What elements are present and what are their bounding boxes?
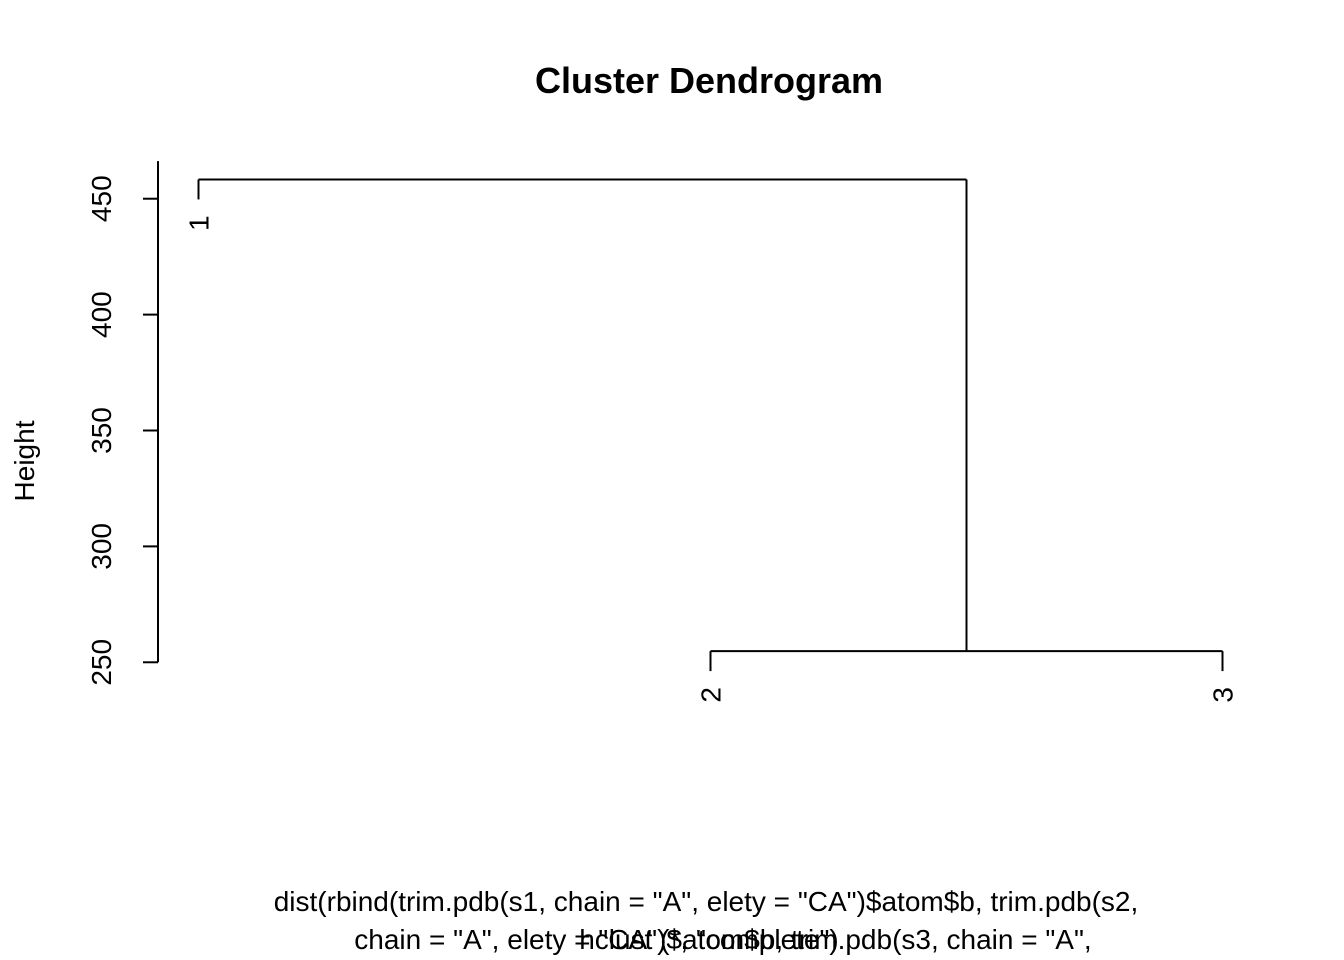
y-axis-label: Height <box>9 420 40 501</box>
y-tick-label-300: 300 <box>86 523 117 570</box>
leaf-label-1: 1 <box>184 215 215 231</box>
y-tick-label-450: 450 <box>86 175 117 222</box>
chart-title: Cluster Dendrogram <box>535 60 883 101</box>
y-tick-label-250: 250 <box>86 639 117 686</box>
leaf-labels: 1 2 3 <box>184 215 1239 702</box>
x-axis-label-line-2: chain = "A", elety = "CA")$atom$b, trim.… <box>354 924 1091 955</box>
y-tick-label-350: 350 <box>86 407 117 454</box>
dendrogram-tree <box>197 178 1224 672</box>
subtitle: hclust (*, "complete") <box>579 924 839 955</box>
x-axis-label-line-1: dist(rbind(trim.pdb(s1, chain = "A", ele… <box>274 886 1139 917</box>
y-axis: 250 300 350 400 450 <box>86 161 159 686</box>
y-tick-label-400: 400 <box>86 291 117 338</box>
leaf-label-3: 3 <box>1208 687 1239 703</box>
leaf-label-2: 2 <box>696 687 727 703</box>
